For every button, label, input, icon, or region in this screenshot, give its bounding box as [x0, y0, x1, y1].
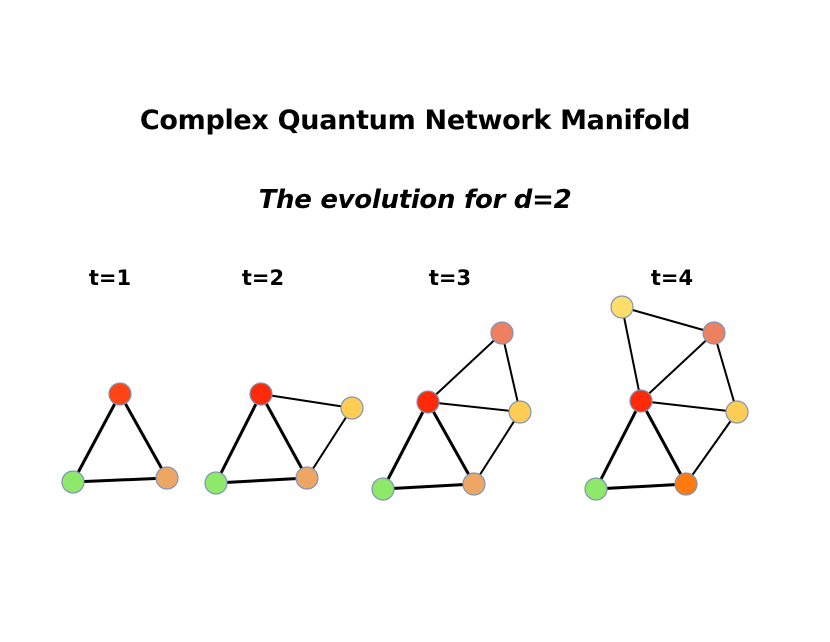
network-node: [725, 400, 749, 424]
stage-t4-nodes: [584, 295, 749, 501]
network-edge: [259, 393, 309, 479]
stage-label-t2: t=2: [242, 266, 284, 290]
network-edge: [427, 401, 521, 413]
network-edge: [501, 332, 521, 413]
stage-t1: t=1: [61, 266, 179, 494]
stage-t2-nodes: [204, 382, 364, 495]
diagram-subtitle: The evolution for d=2: [258, 185, 572, 215]
network-edge: [214, 393, 263, 484]
network-node: [702, 321, 726, 345]
network-node: [462, 472, 486, 496]
network-edge: [215, 476, 308, 485]
network-edge: [473, 411, 521, 485]
network-edge: [621, 306, 642, 402]
network-edge: [640, 400, 738, 413]
network-edge: [427, 332, 503, 403]
network-edge: [685, 411, 738, 485]
network-node: [629, 389, 653, 413]
network-edge: [640, 332, 715, 402]
network-edge: [260, 393, 353, 409]
stage-t4: t=4: [584, 266, 749, 501]
network-edge: [118, 393, 169, 479]
network-edge: [306, 407, 353, 479]
network-edge: [426, 401, 476, 485]
network-edge: [713, 332, 738, 413]
stage-t4-edges: [594, 306, 738, 491]
stage-label-t1: t=1: [89, 266, 131, 290]
network-node: [108, 382, 132, 406]
network-edge: [382, 482, 475, 491]
network-edge: [639, 400, 688, 485]
stage-label-t4: t=4: [651, 266, 693, 290]
network-node: [340, 396, 364, 420]
network-edge: [71, 393, 122, 483]
stage-t3-nodes: [371, 321, 532, 501]
stage-t2-edges: [214, 393, 353, 485]
network-node: [61, 470, 85, 494]
network-node: [508, 400, 532, 424]
network-node: [249, 382, 273, 406]
network-node: [295, 466, 319, 490]
network-edge: [595, 482, 687, 491]
network-edge: [381, 401, 430, 490]
stage-t2: t=2: [204, 266, 364, 495]
network-node: [204, 471, 228, 495]
network-edge: [594, 400, 643, 490]
stage-t1-edges: [71, 393, 169, 484]
stage-t3-edges: [381, 332, 521, 491]
network-node: [610, 295, 634, 319]
stage-label-t3: t=3: [429, 266, 471, 290]
stage-t3: t=3: [371, 266, 532, 501]
network-edge: [72, 476, 168, 484]
network-node: [584, 477, 608, 501]
diagram-title: Complex Quantum Network Manifold: [139, 105, 691, 136]
network-node: [371, 477, 395, 501]
network-node: [416, 390, 440, 414]
network-node: [674, 472, 698, 496]
network-node: [490, 321, 514, 345]
stage-t1-nodes: [61, 382, 179, 494]
network-node: [155, 466, 179, 490]
network-edge: [621, 306, 715, 334]
